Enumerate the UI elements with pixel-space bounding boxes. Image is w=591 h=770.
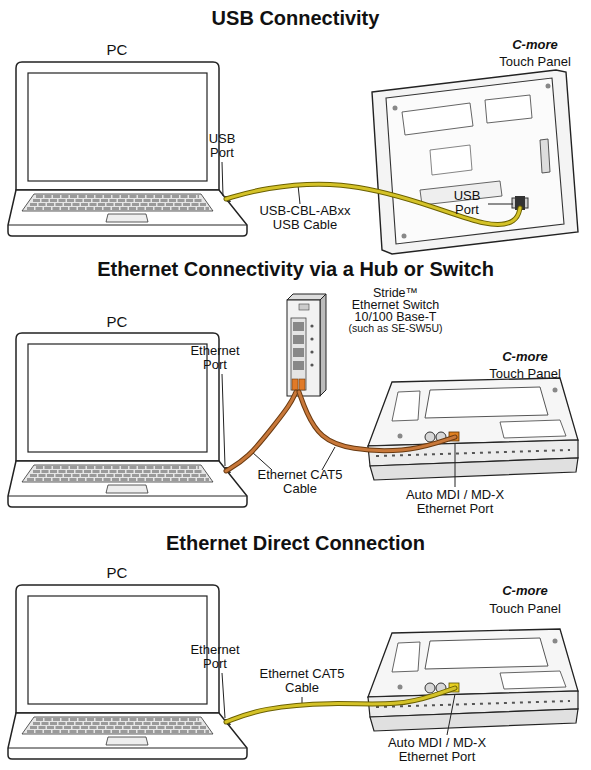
leader-line <box>302 697 303 703</box>
switch-side <box>320 294 326 396</box>
port-label: USB Port <box>200 132 244 160</box>
switch-port <box>293 348 304 357</box>
panel-bezel <box>372 70 578 254</box>
switch-led <box>310 363 313 366</box>
switch-led <box>310 324 313 327</box>
node-heading: C-more <box>475 38 591 52</box>
ethernet-port <box>449 683 459 692</box>
switch-port-used <box>292 379 298 390</box>
panel-slot <box>485 95 532 123</box>
cable-connector <box>226 392 296 471</box>
laptop-pc <box>8 62 247 236</box>
ethernet-port <box>449 432 459 441</box>
usb-plug <box>515 196 525 210</box>
node-text: Touch Panel <box>475 55 591 69</box>
touch-panel-top <box>368 378 578 480</box>
switch-port <box>293 322 304 331</box>
port-label: Ethernet Port <box>179 344 251 372</box>
panel-label-area <box>402 103 473 135</box>
touch-panel: C-moreTouch Panel <box>455 348 578 468</box>
panel-screw <box>402 234 407 239</box>
cable-connector <box>299 392 455 451</box>
cable-connector <box>226 688 455 722</box>
node-heading: PC <box>8 42 226 58</box>
port-label: USB Port <box>445 189 489 217</box>
panel-screw <box>393 106 398 111</box>
touch-panel: C-moreTouch Panel <box>470 35 578 208</box>
node-text: Touch Panel <box>465 602 585 616</box>
cable-outline <box>226 688 455 722</box>
laptop-pc <box>8 585 247 759</box>
switch-front <box>287 300 320 396</box>
leader-line <box>322 447 335 470</box>
cable-label: Ethernet CAT5 Cable <box>248 667 356 695</box>
node-heading: Stride™ Ethernet Switch 10/100 Base-T <box>348 287 443 323</box>
switch-port-block <box>291 318 306 390</box>
node-text: (such as SE-SW5U) <box>338 323 453 334</box>
leader-line <box>222 374 225 466</box>
cable-core <box>299 392 455 451</box>
section-heading: Ethernet Direct Connection <box>0 531 591 555</box>
node-heading: C-more <box>465 584 585 598</box>
panel-connector <box>540 139 550 173</box>
switch-led <box>310 350 313 353</box>
leader-line <box>488 204 513 205</box>
port-label: Auto MDI / MD-X Ethernet Port <box>381 736 493 764</box>
touch-panel: C-moreTouch Panel <box>455 580 578 710</box>
cable-core <box>226 392 296 471</box>
touch-panel-rear <box>372 70 578 254</box>
pc-laptop: PC <box>8 563 226 763</box>
pc-laptop: PC <box>8 40 226 240</box>
switch-badge <box>299 304 309 310</box>
node-heading: C-more <box>465 350 585 364</box>
switch-port-used <box>299 379 305 390</box>
switch-top <box>287 294 326 300</box>
port-label: Ethernet Port <box>179 643 251 671</box>
node-text: Touch Panel <box>465 367 585 381</box>
cable-outline <box>299 392 455 451</box>
cable-label: Ethernet CAT5 Cable <box>246 468 354 496</box>
switch-led <box>310 337 313 340</box>
ethernet-switch <box>287 294 326 396</box>
cable-label: USB-CBL-ABxx USB Cable <box>253 204 357 232</box>
leader-line <box>298 185 300 204</box>
touch-panel-top <box>368 629 578 731</box>
port-label: Auto MDI / MD-X Ethernet Port <box>399 488 511 516</box>
panel-screw <box>546 84 551 89</box>
panel-back-cover <box>386 78 564 244</box>
switch-port <box>293 361 304 370</box>
switch-port <box>293 335 304 344</box>
section-heading: USB Connectivity <box>0 6 591 30</box>
cable-core <box>226 688 455 722</box>
leader-lines <box>222 162 513 735</box>
section-heading: Ethernet Connectivity via a Hub or Switc… <box>0 257 591 281</box>
leader-line <box>447 694 455 735</box>
node-heading: PC <box>8 314 226 330</box>
node-heading: PC <box>8 565 226 581</box>
leader-line <box>222 673 225 718</box>
panel-chip <box>430 145 472 175</box>
leader-line <box>222 162 223 196</box>
pc-laptop: PC <box>8 312 226 512</box>
cable-outline <box>226 392 296 471</box>
leader-line <box>455 443 456 487</box>
ethernet-switch: Stride™ Ethernet Switch 10/100 Base-T(su… <box>283 285 455 392</box>
